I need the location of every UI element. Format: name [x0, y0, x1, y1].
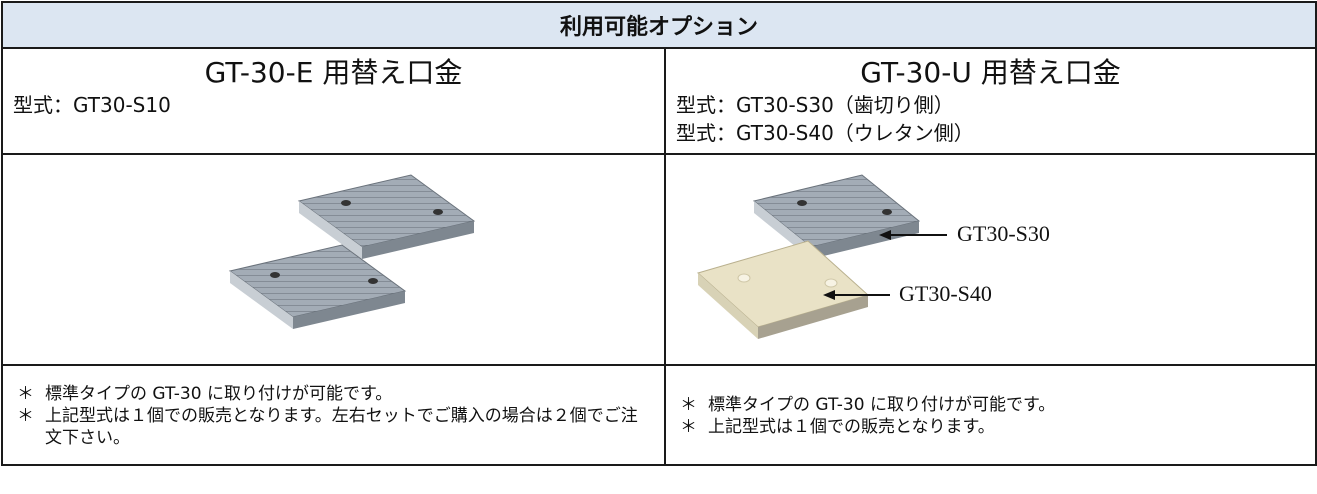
product-u-title-cell: GT-30-U 用替え口金 型式：GT30-S30（歯切り側） 型式：GT30-… — [663, 47, 1317, 155]
asterisk-icon: ＊ — [680, 417, 697, 437]
list-item: ＊標準タイプの GT-30 に取り付けが可能です。 — [680, 395, 1056, 415]
table-header: 利用可能オプション — [0, 1, 1317, 49]
product-e-title: GT-30-E 用替え口金 — [204, 56, 463, 89]
product-e-notes: ＊標準タイプの GT-30 に取り付けが可能です。 ＊上記型式は１個での販売とな… — [3, 377, 664, 453]
product-u-model-s30: 型式：GT30-S30（歯切り側） — [676, 93, 954, 117]
product-u-jaw-plates-image — [696, 174, 947, 339]
asterisk-icon: ＊ — [17, 384, 34, 404]
list-item: ＊標準タイプの GT-30 に取り付けが可能です。 — [17, 384, 393, 404]
product-u-title: GT-30-U 用替え口金 — [860, 56, 1121, 89]
product-e-notes-cell: ＊標準タイプの GT-30 に取り付けが可能です。 ＊上記型式は１個での販売とな… — [1, 364, 666, 466]
callout-gt30-s30: GT30-S30 — [957, 221, 1050, 246]
list-item: ＊上記型式は１個での販売となります。 — [680, 417, 995, 437]
asterisk-icon: ＊ — [680, 395, 697, 415]
product-u-notes-cell: ＊標準タイプの GT-30 に取り付けが可能です。 ＊上記型式は１個での販売とな… — [663, 364, 1317, 466]
product-e-jaw-plates-image — [228, 174, 476, 329]
product-u-model-s40: 型式：GT30-S40（ウレタン側） — [676, 121, 974, 145]
product-e-image-cell — [1, 153, 666, 366]
options-table: 利用可能オプション GT-30-E 用替え口金 型式：GT30-S10 GT-3… — [0, 1, 1317, 466]
asterisk-icon: ＊ — [17, 406, 34, 426]
product-e-title-cell: GT-30-E 用替え口金 型式：GT30-S10 — [1, 47, 666, 155]
product-u-notes: ＊標準タイプの GT-30 に取り付けが可能です。 ＊上記型式は１個での販売とな… — [666, 388, 1315, 442]
list-item: ＊上記型式は１個での販売となります。左右セットでご購入の場合は２個でご注文下さい… — [17, 406, 638, 448]
callout-gt30-s40: GT30-S40 — [899, 281, 992, 306]
product-u-image-cell: GT30-S30 GT30-S40 — [663, 153, 1317, 366]
product-e-model: 型式：GT30-S10 — [13, 93, 171, 117]
